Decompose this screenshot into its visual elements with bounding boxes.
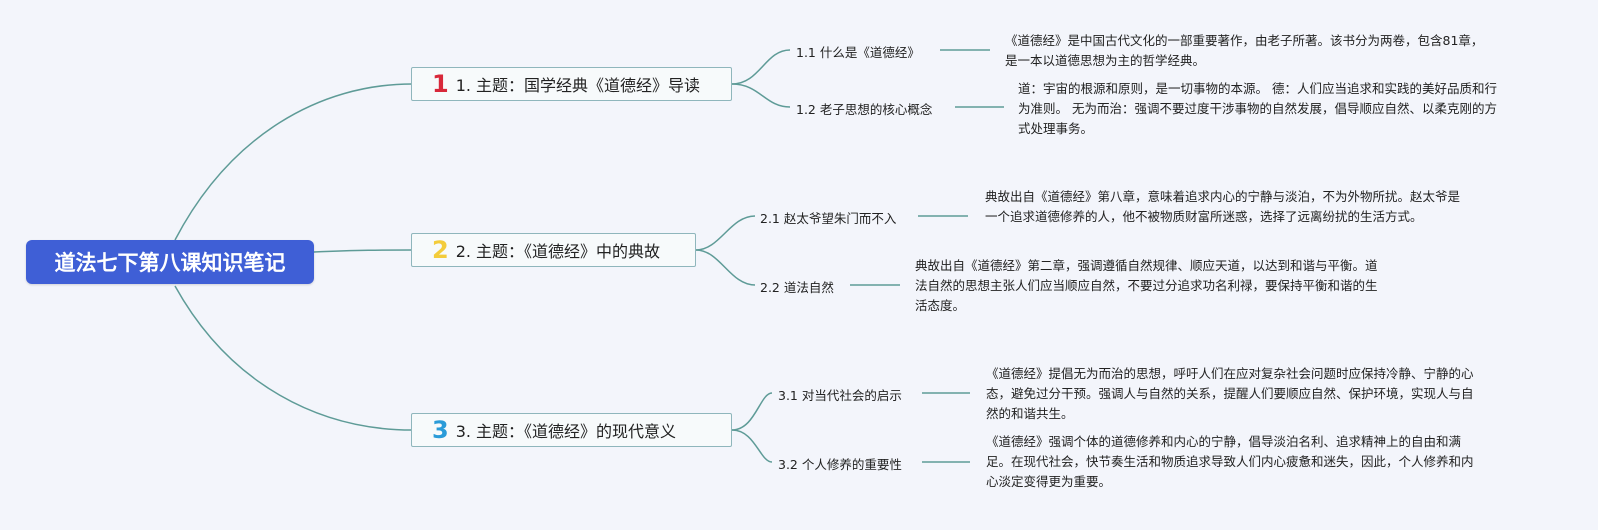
note-1-1: 《道德经》是中国古代文化的一部重要著作，由老子所著。该书分为两卷，包含81章，是… (1005, 33, 1484, 68)
topic-title: 1. 主题：国学经典《道德经》导读 (455, 76, 701, 95)
number-one-icon: 1 (432, 70, 449, 98)
subtopic-1-1[interactable]: 1.1 什么是《道德经》 (796, 45, 920, 60)
note-2-2: 典故出自《道德经》第二章，强调遵循自然规律、顺应天道，以达到和谐与平衡。道法自然… (915, 258, 1378, 313)
topic-title: 2. 主题：《道德经》中的典故 (455, 242, 661, 261)
number-three-icon: 3 (432, 416, 449, 444)
subtopic-2-2[interactable]: 2.2 道法自然 (760, 280, 834, 295)
topic-title: 3. 主题：《道德经》的现代意义 (455, 422, 677, 441)
root-title: 道法七下第八课知识笔记 (54, 251, 286, 275)
subtopic-3-2[interactable]: 3.2 个人修养的重要性 (778, 457, 902, 472)
note-1-2: 道：宇宙的根源和原则，是一切事物的本源。 德：人们应当追求和实践的美好品质和行为… (1018, 81, 1497, 136)
subtopic-3-1[interactable]: 3.1 对当代社会的启示 (778, 388, 902, 403)
subtopic-2-1[interactable]: 2.1 赵太爷望朱门而不入 (760, 211, 897, 226)
subtopic-1-2[interactable]: 1.2 老子思想的核心概念 (796, 102, 933, 117)
note-3-2: 《道德经》强调个体的道德修养和内心的宁静，倡导淡泊名利、追求精神上的自由和满足。… (986, 434, 1474, 489)
root-node[interactable]: 道法七下第八课知识笔记 (26, 240, 314, 284)
topic-node-2[interactable]: 2 2. 主题：《道德经》中的典故 (411, 233, 696, 267)
topic-node-1[interactable]: 1 1. 主题：国学经典《道德经》导读 (411, 67, 732, 101)
note-2-1: 典故出自《道德经》第八章，意味着追求内心的宁静与淡泊，不为外物所扰。赵太爷是一个… (985, 189, 1461, 224)
number-two-icon: 2 (432, 236, 449, 264)
note-3-1: 《道德经》提倡无为而治的思想，呼吁人们在应对复杂社会问题时应保持冷静、宁静的心态… (986, 366, 1474, 421)
topic-node-3[interactable]: 3 3. 主题：《道德经》的现代意义 (411, 413, 732, 447)
